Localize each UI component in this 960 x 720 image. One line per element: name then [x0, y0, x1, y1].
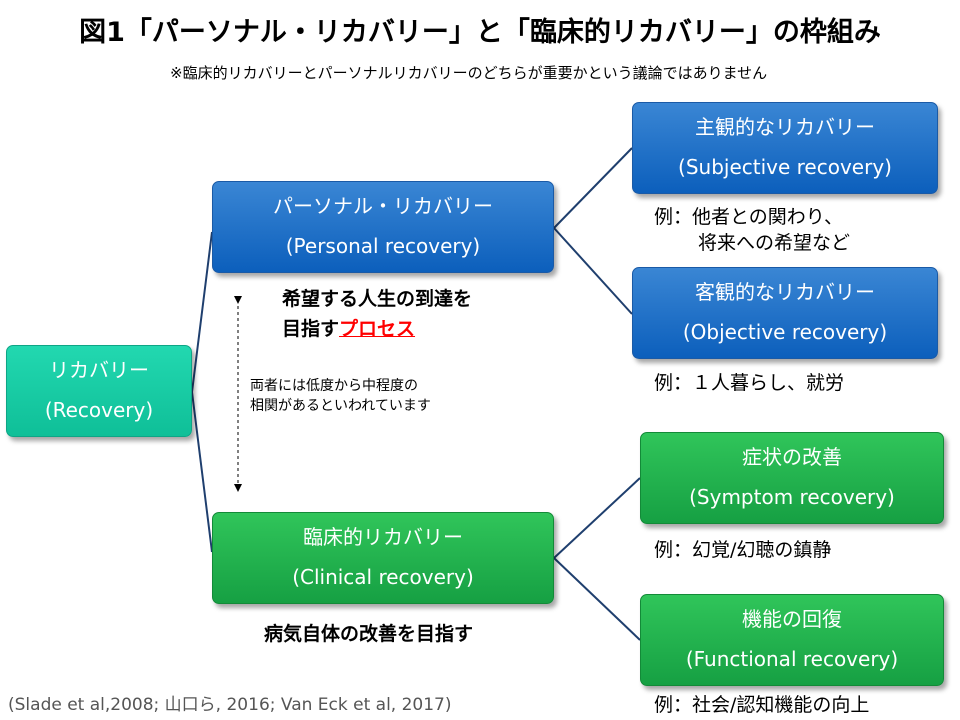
functional-recovery-sublabel: (Functional recovery): [685, 647, 899, 671]
correlation-note-line1: 両者には低度から中程度の: [250, 378, 418, 394]
personal-recovery-box: パーソナル・リカバリー (Personal recovery): [212, 181, 554, 273]
personal-goal-prefix: 目指す: [282, 318, 340, 340]
symptom-recovery-sublabel: (Symptom recovery): [689, 485, 895, 509]
personal-goal-text: 希望する人生の到達を 目指すプロセス: [282, 284, 472, 344]
correlation-note-line2: 相関があるといわれています: [250, 398, 431, 414]
symptom-example: 例：幻覚/幻聴の鎮静: [654, 539, 832, 561]
connector-clinical-symptom: [553, 477, 641, 559]
subjective-recovery-sublabel: (Subjective recovery): [678, 155, 892, 179]
recovery-label: リカバリー: [49, 358, 149, 382]
connector-clinical-functional: [553, 557, 641, 641]
clinical-recovery-label: 臨床的リカバリー: [303, 525, 463, 549]
personal-goal-line2: 目指すプロセス: [282, 314, 472, 344]
page-title: 図1「パーソナル・リカバリー」と「臨床的リカバリー」の枠組み: [79, 17, 881, 48]
correlation-note: 両者には低度から中程度の 相関があるといわれています: [250, 376, 431, 416]
personal-goal-line1: 希望する人生の到達を: [282, 288, 473, 310]
personal-recovery-label: パーソナル・リカバリー: [273, 194, 493, 218]
subjective-recovery-label: 主観的なリカバリー: [695, 115, 875, 139]
clinical-recovery-sublabel: (Clinical recovery): [292, 565, 474, 589]
personal-recovery-sublabel: (Personal recovery): [285, 234, 481, 258]
clinical-goal-text: 病気自体の改善を目指す: [264, 623, 474, 645]
connector-root-clinical: [191, 391, 213, 553]
objective-recovery-label: 客観的なリカバリー: [695, 280, 875, 304]
personal-goal-accent: プロセス: [339, 318, 416, 340]
subtitle-note: ※臨床的リカバリーとパーソナルリカバリーのどちらが重要かという議論ではありません: [170, 64, 768, 82]
subjective-example-line1: 例：他者との関わり、: [654, 206, 844, 228]
functional-example: 例：社会/認知機能の向上: [654, 694, 870, 716]
recovery-sublabel: (Recovery): [44, 398, 154, 422]
objective-example: 例：１人暮らし、就労: [654, 372, 845, 394]
recovery-box: リカバリー (Recovery): [6, 345, 192, 437]
citation: (Slade et al,2008; 山口ら, 2016; Van Eck et…: [8, 695, 452, 715]
connector-personal-objective: [553, 227, 633, 315]
connector-personal-subjective: [553, 147, 633, 229]
connector-root-personal: [191, 231, 213, 393]
clinical-recovery-box: 臨床的リカバリー (Clinical recovery): [212, 512, 554, 604]
objective-recovery-sublabel: (Objective recovery): [682, 320, 888, 344]
subjective-example: 例：他者との関わり、 将来への希望など: [654, 204, 850, 256]
functional-recovery-label: 機能の回復: [742, 607, 842, 631]
symptom-recovery-box: 症状の改善 (Symptom recovery): [640, 432, 944, 524]
subjective-recovery-box: 主観的なリカバリー (Subjective recovery): [632, 102, 938, 194]
subjective-example-line2: 将来への希望など: [698, 232, 851, 254]
symptom-recovery-label: 症状の改善: [742, 445, 842, 469]
objective-recovery-box: 客観的なリカバリー (Objective recovery): [632, 267, 938, 359]
functional-recovery-box: 機能の回復 (Functional recovery): [640, 594, 944, 686]
